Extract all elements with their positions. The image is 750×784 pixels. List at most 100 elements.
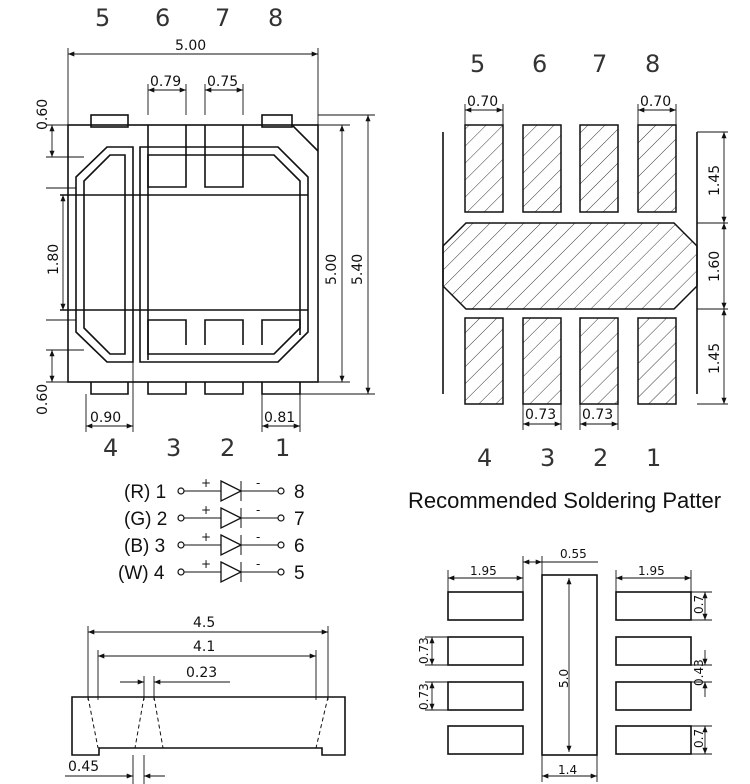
dim-bottom: 1.4 bbox=[558, 763, 577, 777]
terminal bbox=[277, 541, 285, 549]
solder-pad bbox=[522, 124, 562, 213]
top-view: 5 6 7 8 5.00 0.79 0.75 bbox=[35, 4, 375, 462]
pad bbox=[261, 382, 301, 395]
solder-land bbox=[447, 725, 524, 755]
plus-sign: + bbox=[201, 557, 211, 571]
circuit-pin: 8 bbox=[294, 482, 305, 503]
circuit-pin: 5 bbox=[294, 563, 305, 584]
lead-frame-right bbox=[139, 146, 309, 363]
dim-left-top: 0.60 bbox=[35, 99, 51, 130]
thermal-pad bbox=[442, 222, 698, 310]
terminal bbox=[177, 568, 185, 576]
plus-sign: + bbox=[201, 503, 211, 517]
lead-frame-right-inner bbox=[147, 154, 301, 355]
dim-bot-left: 0.90 bbox=[90, 410, 121, 426]
pad bbox=[261, 114, 293, 128]
pin-label-8: 8 bbox=[645, 50, 660, 78]
circuit-label: (B) 3 bbox=[124, 536, 165, 557]
pin-label-1: 1 bbox=[275, 434, 290, 462]
pin-label-6: 6 bbox=[155, 4, 170, 32]
circuit-label: (R) 1 bbox=[124, 482, 166, 503]
solder-land bbox=[447, 636, 524, 666]
solder-pad bbox=[522, 317, 562, 405]
soldering-title: Recommended Soldering Patter bbox=[408, 488, 721, 513]
terminal bbox=[277, 487, 285, 495]
soldering-pattern: Recommended Soldering Patter 1.95 0.55 1… bbox=[408, 488, 721, 782]
dim-height: 5.0 bbox=[557, 669, 571, 688]
circuit-diagram: (R) 1 + - 8 (G) 2 + - 7 (B) 3 bbox=[118, 476, 305, 584]
dim-right-w: 1.95 bbox=[638, 564, 665, 578]
minus-sign: - bbox=[256, 476, 260, 490]
pad bbox=[147, 125, 187, 188]
dim-width: 5.00 bbox=[175, 38, 206, 54]
pin-label-1: 1 bbox=[646, 444, 661, 472]
pad bbox=[90, 114, 129, 128]
pin-label-2: 2 bbox=[220, 434, 235, 462]
dim-r2: 1.60 bbox=[707, 251, 723, 282]
dim-height-outer: 5.40 bbox=[350, 254, 366, 285]
solder-land-center bbox=[541, 574, 598, 756]
dim-gap: 0.55 bbox=[560, 547, 587, 561]
pin-label-7: 7 bbox=[592, 50, 607, 78]
solder-pad bbox=[579, 317, 619, 405]
dim-left-w: 1.95 bbox=[470, 564, 497, 578]
dim-top-right: 0.70 bbox=[640, 94, 671, 110]
solder-land bbox=[447, 591, 524, 621]
solder-pad bbox=[464, 317, 504, 405]
pin-label-4: 4 bbox=[103, 434, 118, 462]
dim-d3: 0.23 bbox=[186, 665, 217, 681]
circuit-pin: 7 bbox=[294, 509, 305, 530]
solder-land bbox=[615, 681, 692, 711]
solder-land bbox=[615, 636, 692, 666]
dim-top-left: 0.70 bbox=[467, 94, 498, 110]
dim-d4: 0.45 bbox=[68, 759, 99, 775]
dim-left-bot: 0.60 bbox=[35, 384, 51, 415]
terminal bbox=[277, 568, 285, 576]
pad bbox=[90, 382, 129, 395]
dim-r3: 1.45 bbox=[707, 343, 723, 374]
pin-label-8: 8 bbox=[268, 4, 283, 32]
dim-b1: 0.73 bbox=[525, 407, 556, 423]
circuit-label: (W) 4 bbox=[118, 563, 165, 584]
terminal bbox=[177, 514, 185, 522]
terminal bbox=[177, 541, 185, 549]
lead-frame-left bbox=[75, 146, 134, 363]
pad bbox=[204, 125, 244, 188]
dim-l1: 0.73 bbox=[417, 637, 431, 664]
pad bbox=[147, 382, 187, 395]
circuit-row-w: (W) 4 + - 5 bbox=[118, 557, 305, 584]
pin-label-3: 3 bbox=[540, 444, 555, 472]
circuit-pin: 6 bbox=[294, 536, 305, 557]
solder-land bbox=[615, 591, 692, 621]
dim-b2: 0.73 bbox=[582, 407, 613, 423]
dim-bot-right: 0.81 bbox=[264, 410, 295, 426]
diode-icon bbox=[220, 533, 243, 557]
diode-icon bbox=[220, 479, 243, 503]
circuit-row-g: (G) 2 + - 7 bbox=[124, 503, 305, 530]
minus-sign: - bbox=[256, 503, 260, 517]
solder-pad bbox=[637, 124, 677, 213]
solder-pad bbox=[637, 317, 677, 405]
plus-sign: + bbox=[201, 530, 211, 544]
side-body bbox=[71, 696, 346, 756]
diode-icon bbox=[220, 506, 243, 530]
dim-pad-w2: 0.75 bbox=[207, 74, 238, 90]
reflector-cavity bbox=[87, 696, 329, 749]
solder-land bbox=[447, 681, 524, 711]
pin-label-5: 5 bbox=[95, 4, 110, 32]
solder-pad bbox=[464, 124, 504, 213]
minus-sign: - bbox=[256, 530, 260, 544]
circuit-row-r: (R) 1 + - 8 bbox=[124, 476, 305, 503]
pin-label-3: 3 bbox=[166, 434, 181, 462]
reflector-divider bbox=[134, 696, 164, 749]
solder-pad bbox=[579, 124, 619, 213]
pin-label-6: 6 bbox=[532, 50, 547, 78]
plus-sign: + bbox=[201, 476, 211, 490]
pin-label-2: 2 bbox=[593, 444, 608, 472]
package-body bbox=[67, 124, 319, 383]
terminal bbox=[177, 487, 185, 495]
body-chamfer bbox=[291, 124, 319, 152]
diode-icon bbox=[220, 560, 243, 584]
pin-label-7: 7 bbox=[215, 4, 230, 32]
